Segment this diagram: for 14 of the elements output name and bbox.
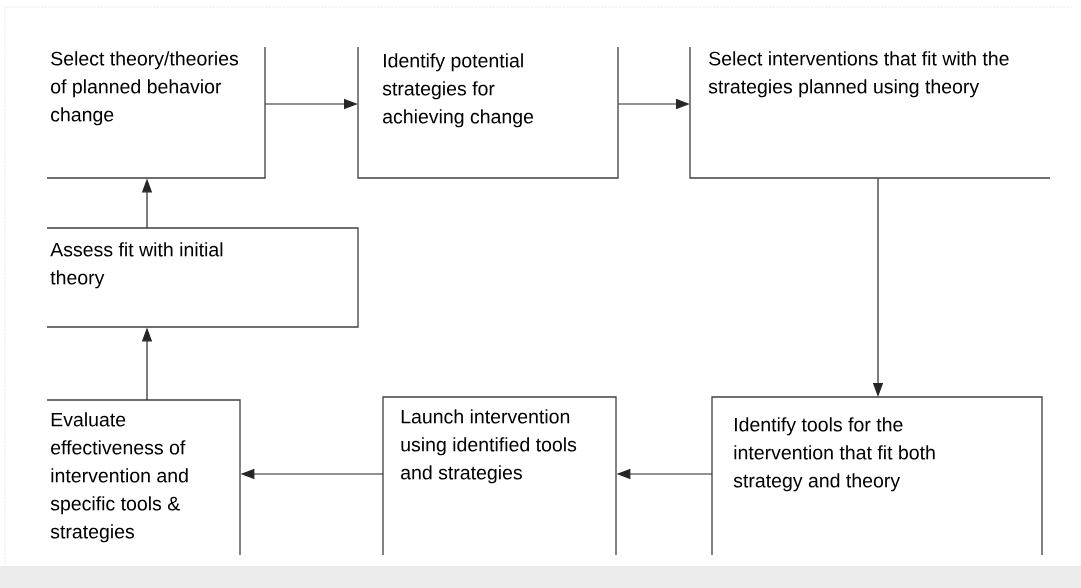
box-text: Select theory/theories of planned behavior change xyxy=(51,51,239,126)
box-text: Launch intervention using identified tools and strategies xyxy=(401,409,577,484)
box-text: Evaluate effectiveness of intervention and specific tools & strategies xyxy=(50,412,188,543)
process-box xyxy=(46,46,266,179)
box-text: Assess fit with initial theory xyxy=(50,242,223,289)
process-box xyxy=(382,396,617,556)
process-box xyxy=(46,399,241,556)
box-text: Identify potential strategies for achieving change xyxy=(382,53,534,128)
box-text: Identify tools for the intervention that fit both strategy and theory xyxy=(733,417,935,492)
process-box xyxy=(357,46,619,179)
process-box xyxy=(689,46,1051,179)
process-box xyxy=(46,227,359,328)
box-text: Select interventions that fit with the strategies planned using theory xyxy=(708,51,1009,98)
process-box xyxy=(711,396,1043,556)
